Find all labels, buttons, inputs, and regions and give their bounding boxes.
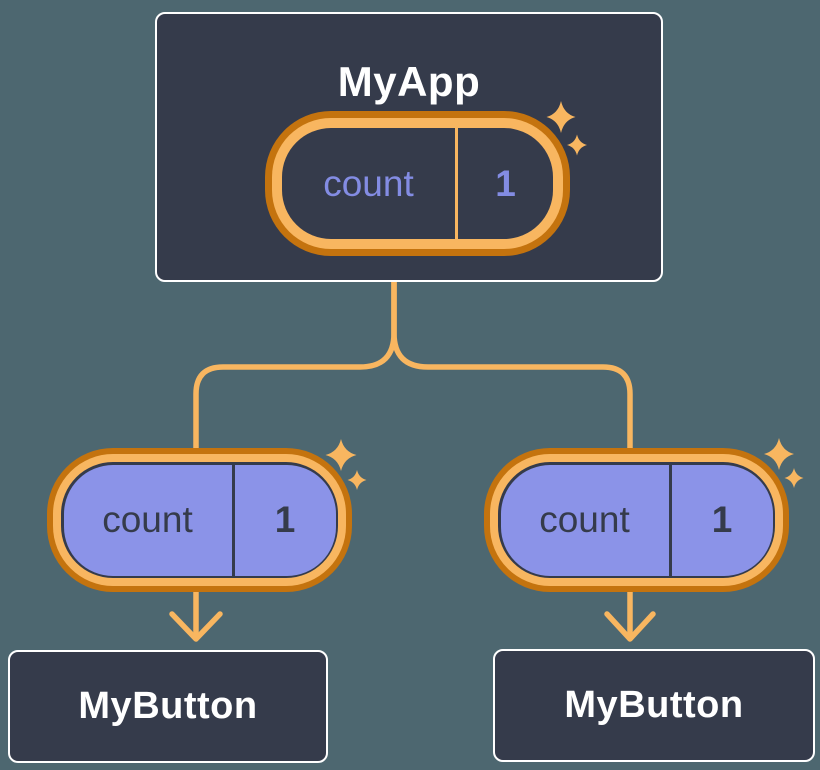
state-name-cell: count (282, 128, 455, 239)
pill-outer-ring: count 1 (265, 111, 570, 256)
state-value-cell: 1 (235, 465, 336, 576)
pill-inner-ring: count 1 (53, 454, 346, 586)
pill-outline: count 1 (61, 462, 338, 578)
state-name: count (102, 499, 193, 540)
pill-inner-ring: count 1 (272, 118, 563, 249)
state-name-cell: count (501, 465, 669, 576)
pill-outer-ring: count 1 (47, 448, 352, 592)
pill-divider (455, 128, 458, 239)
state-pill-left-child: count 1 (47, 448, 352, 592)
node-title: MyApp (337, 58, 481, 105)
state-pill-root: count 1 (265, 111, 570, 256)
pill-divider (668, 464, 672, 576)
state-value-cell: 1 (672, 465, 773, 576)
state-value: 1 (711, 499, 733, 540)
node-title: MyButton (564, 684, 744, 726)
node-mybutton-right: MyButton (493, 649, 815, 762)
pill-body: count 1 (282, 128, 553, 239)
sparkle-icon (784, 468, 804, 488)
state-value: 1 (274, 499, 296, 540)
node-mybutton-left: MyButton (8, 650, 328, 763)
arrow-down-icon (169, 611, 223, 642)
state-value-cell: 1 (458, 128, 553, 239)
state-name: count (323, 162, 414, 204)
state-value: 1 (495, 162, 516, 204)
pill-inner-ring: count 1 (490, 454, 783, 586)
pill-outline: count 1 (498, 462, 775, 578)
state-name-cell: count (64, 465, 232, 576)
pill-outer-ring: count 1 (484, 448, 789, 592)
arrow-down-icon (604, 611, 656, 642)
sparkle-icon (347, 470, 367, 490)
pill-body: count 1 (63, 464, 336, 576)
node-title: MyButton (78, 685, 258, 727)
state-name: count (539, 499, 630, 540)
state-pill-right-child: count 1 (484, 448, 789, 592)
pill-body: count 1 (500, 464, 773, 576)
